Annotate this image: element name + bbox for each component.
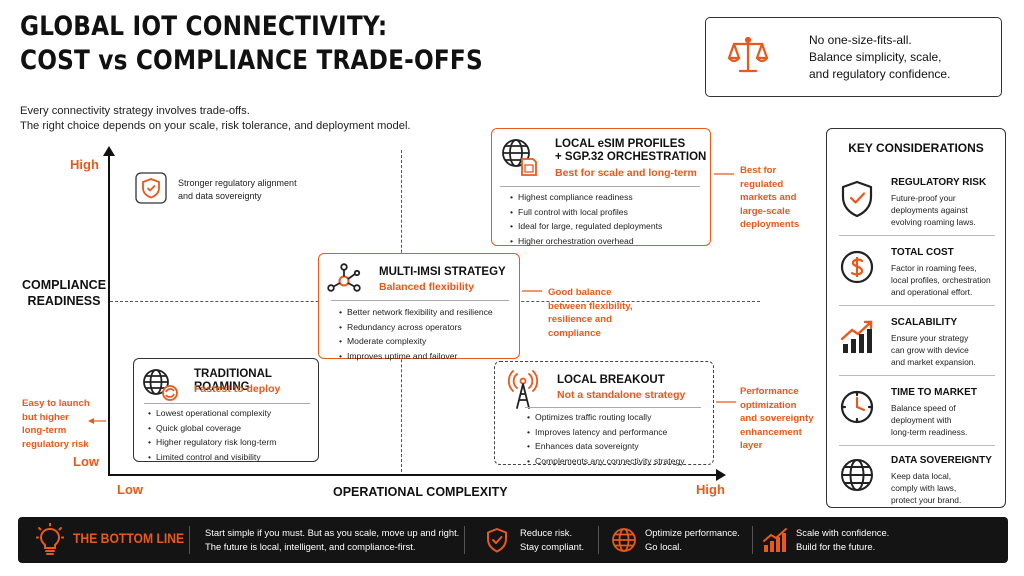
growth-chart-icon xyxy=(839,319,877,360)
globe-icon xyxy=(611,527,637,558)
x-axis-arrow xyxy=(716,469,726,481)
lightbulb-icon xyxy=(35,522,65,562)
page-subtitle: Every connectivity strategy involves tra… xyxy=(20,105,411,132)
card-feature-list: Optimizes traffic routing locally Improv… xyxy=(527,410,685,468)
card-feature-list: Highest compliance readiness Full contro… xyxy=(510,190,662,248)
card-subtitle: Balanced flexibility xyxy=(379,281,475,293)
card-title: LOCAL BREAKOUT xyxy=(557,374,665,386)
card-divider xyxy=(144,403,310,404)
y-axis-high-label: High xyxy=(70,157,99,172)
growth-chart-icon xyxy=(762,527,790,558)
consideration-data-sovereignty: DATA SOVEREIGNTY Keep data local, comply… xyxy=(827,455,1005,525)
list-item: Higher orchestration overhead xyxy=(510,234,662,249)
y-axis-low-label: Low xyxy=(73,454,99,469)
bottom-line-label: THE BOTTOM LINE xyxy=(73,531,185,546)
x-axis-low-label: Low xyxy=(117,482,143,497)
bottom-line-message: Start simple if you must. But as you sca… xyxy=(205,527,460,552)
card-feature-list: Lowest operational complexity Quick glob… xyxy=(148,406,276,464)
list-item: Improves latency and performance xyxy=(527,425,685,440)
dollar-icon xyxy=(839,249,875,290)
globe-refresh-icon xyxy=(141,367,179,408)
divider xyxy=(752,526,753,554)
key-considerations-panel: KEY CONSIDERATIONS REGULATORY RISK Futur… xyxy=(826,128,1006,508)
y-axis xyxy=(108,150,110,475)
divider xyxy=(839,375,995,376)
page-title: GLOBAL IOT CONNECTIVITY: COST vs COMPLIA… xyxy=(20,11,483,76)
clock-icon xyxy=(839,389,875,430)
x-axis-high-label: High xyxy=(696,482,725,497)
card-local-esim: LOCAL eSIM PROFILES + SGP.32 ORCHESTRATI… xyxy=(491,128,711,246)
benefit-optimize-performance: Optimize performance. Go local. xyxy=(645,527,740,552)
benefit-reduce-risk: Reduce risk. Stay compliant. xyxy=(520,527,585,552)
divider xyxy=(839,445,995,446)
card-subtitle: Fastest to deploy xyxy=(194,383,281,395)
card-multi-imsi: MULTI-IMSI STRATEGY Balanced flexibility… xyxy=(318,253,520,361)
list-item: Enhances data sovereignty xyxy=(527,439,685,454)
list-item: Full control with local profiles xyxy=(510,205,662,220)
list-item: Higher regulatory risk long-term xyxy=(148,435,276,450)
side-note-multi: Good balance between flexibility, resili… xyxy=(548,287,633,339)
card-subtitle: Best for scale and long-term xyxy=(555,167,697,179)
connector-arrow-esim xyxy=(714,166,736,184)
x-axis xyxy=(108,474,718,476)
connector-arrow-breakout xyxy=(716,394,738,412)
card-divider xyxy=(525,407,701,408)
list-item: Complements any connectivity strategy xyxy=(527,454,685,469)
side-note-breakout: Performance optimization and sovereignty… xyxy=(740,386,814,451)
divider xyxy=(839,305,995,306)
key-considerations-heading: KEY CONSIDERATIONS xyxy=(848,141,984,155)
card-divider xyxy=(331,300,509,301)
list-item: Limited control and visibility xyxy=(148,450,276,465)
x-axis-label: OPERATIONAL COMPLEXITY xyxy=(333,485,508,499)
shield-check-icon xyxy=(839,179,875,224)
card-local-breakout: LOCAL BREAKOUT Not a standalone strategy… xyxy=(494,361,714,468)
connector-arrow-multi xyxy=(522,283,544,301)
list-item: Quick global coverage xyxy=(148,421,276,436)
consideration-regulatory-risk: REGULATORY RISK Future-proof your deploy… xyxy=(827,177,1005,247)
list-item: Optimizes traffic routing locally xyxy=(527,410,685,425)
divider xyxy=(464,526,465,554)
list-item: Redundancy across operators xyxy=(339,320,493,335)
summary-note-box: No one-size-fits-all. Balance simplicity… xyxy=(705,17,1002,97)
bottom-line-bar: THE BOTTOM LINE Start simple if you must… xyxy=(18,517,1008,563)
y-axis-arrow xyxy=(103,146,115,156)
corner-note-text: Stronger regulatory alignment and data s… xyxy=(178,178,297,201)
card-subtitle: Not a standalone strategy xyxy=(557,389,686,401)
consideration-total-cost: TOTAL COST Factor in roaming fees, local… xyxy=(827,247,1005,317)
summary-note-text: No one-size-fits-all. Balance simplicity… xyxy=(809,33,951,81)
card-title: MULTI-IMSI STRATEGY xyxy=(379,266,506,278)
scale-icon xyxy=(727,34,769,81)
consideration-scalability: SCALABILITY Ensure your strategy can gro… xyxy=(827,317,1005,387)
list-item: Better network flexibility and resilienc… xyxy=(339,305,493,320)
connector-arrow-roaming xyxy=(88,413,108,431)
shield-check-icon xyxy=(485,527,509,559)
list-item: Highest compliance readiness xyxy=(510,190,662,205)
list-item: Improves uptime and failover xyxy=(339,349,493,364)
globe-sim-icon xyxy=(500,137,538,182)
card-title: TRADITIONAL ROAMING xyxy=(194,368,272,393)
cell-tower-icon xyxy=(507,370,539,415)
network-hub-icon xyxy=(326,263,362,304)
list-item: Lowest operational complexity xyxy=(148,406,276,421)
list-item: Ideal for large, regulated deployments xyxy=(510,219,662,234)
divider xyxy=(189,526,190,554)
consideration-time-to-market: TIME TO MARKET Balance speed of deployme… xyxy=(827,387,1005,457)
card-feature-list: Better network flexibility and resilienc… xyxy=(339,305,493,363)
side-note-esim: Best for regulated markets and large-sca… xyxy=(740,165,800,230)
card-divider xyxy=(500,186,700,187)
benefit-scale-confidence: Scale with confidence. Build for the fut… xyxy=(796,527,890,552)
globe-icon xyxy=(839,457,875,498)
divider xyxy=(839,235,995,236)
side-note-roaming: Easy to launch but higher long-term regu… xyxy=(22,398,90,450)
divider xyxy=(598,526,599,554)
card-title: LOCAL eSIM PROFILES + SGP.32 ORCHESTRATI… xyxy=(555,138,707,163)
shield-check-icon xyxy=(135,172,167,209)
card-traditional-roaming: TRADITIONAL ROAMING Fastest to deploy Lo… xyxy=(133,358,319,462)
y-axis-label: COMPLIANCE READINESS xyxy=(22,278,107,308)
list-item: Moderate complexity xyxy=(339,334,493,349)
